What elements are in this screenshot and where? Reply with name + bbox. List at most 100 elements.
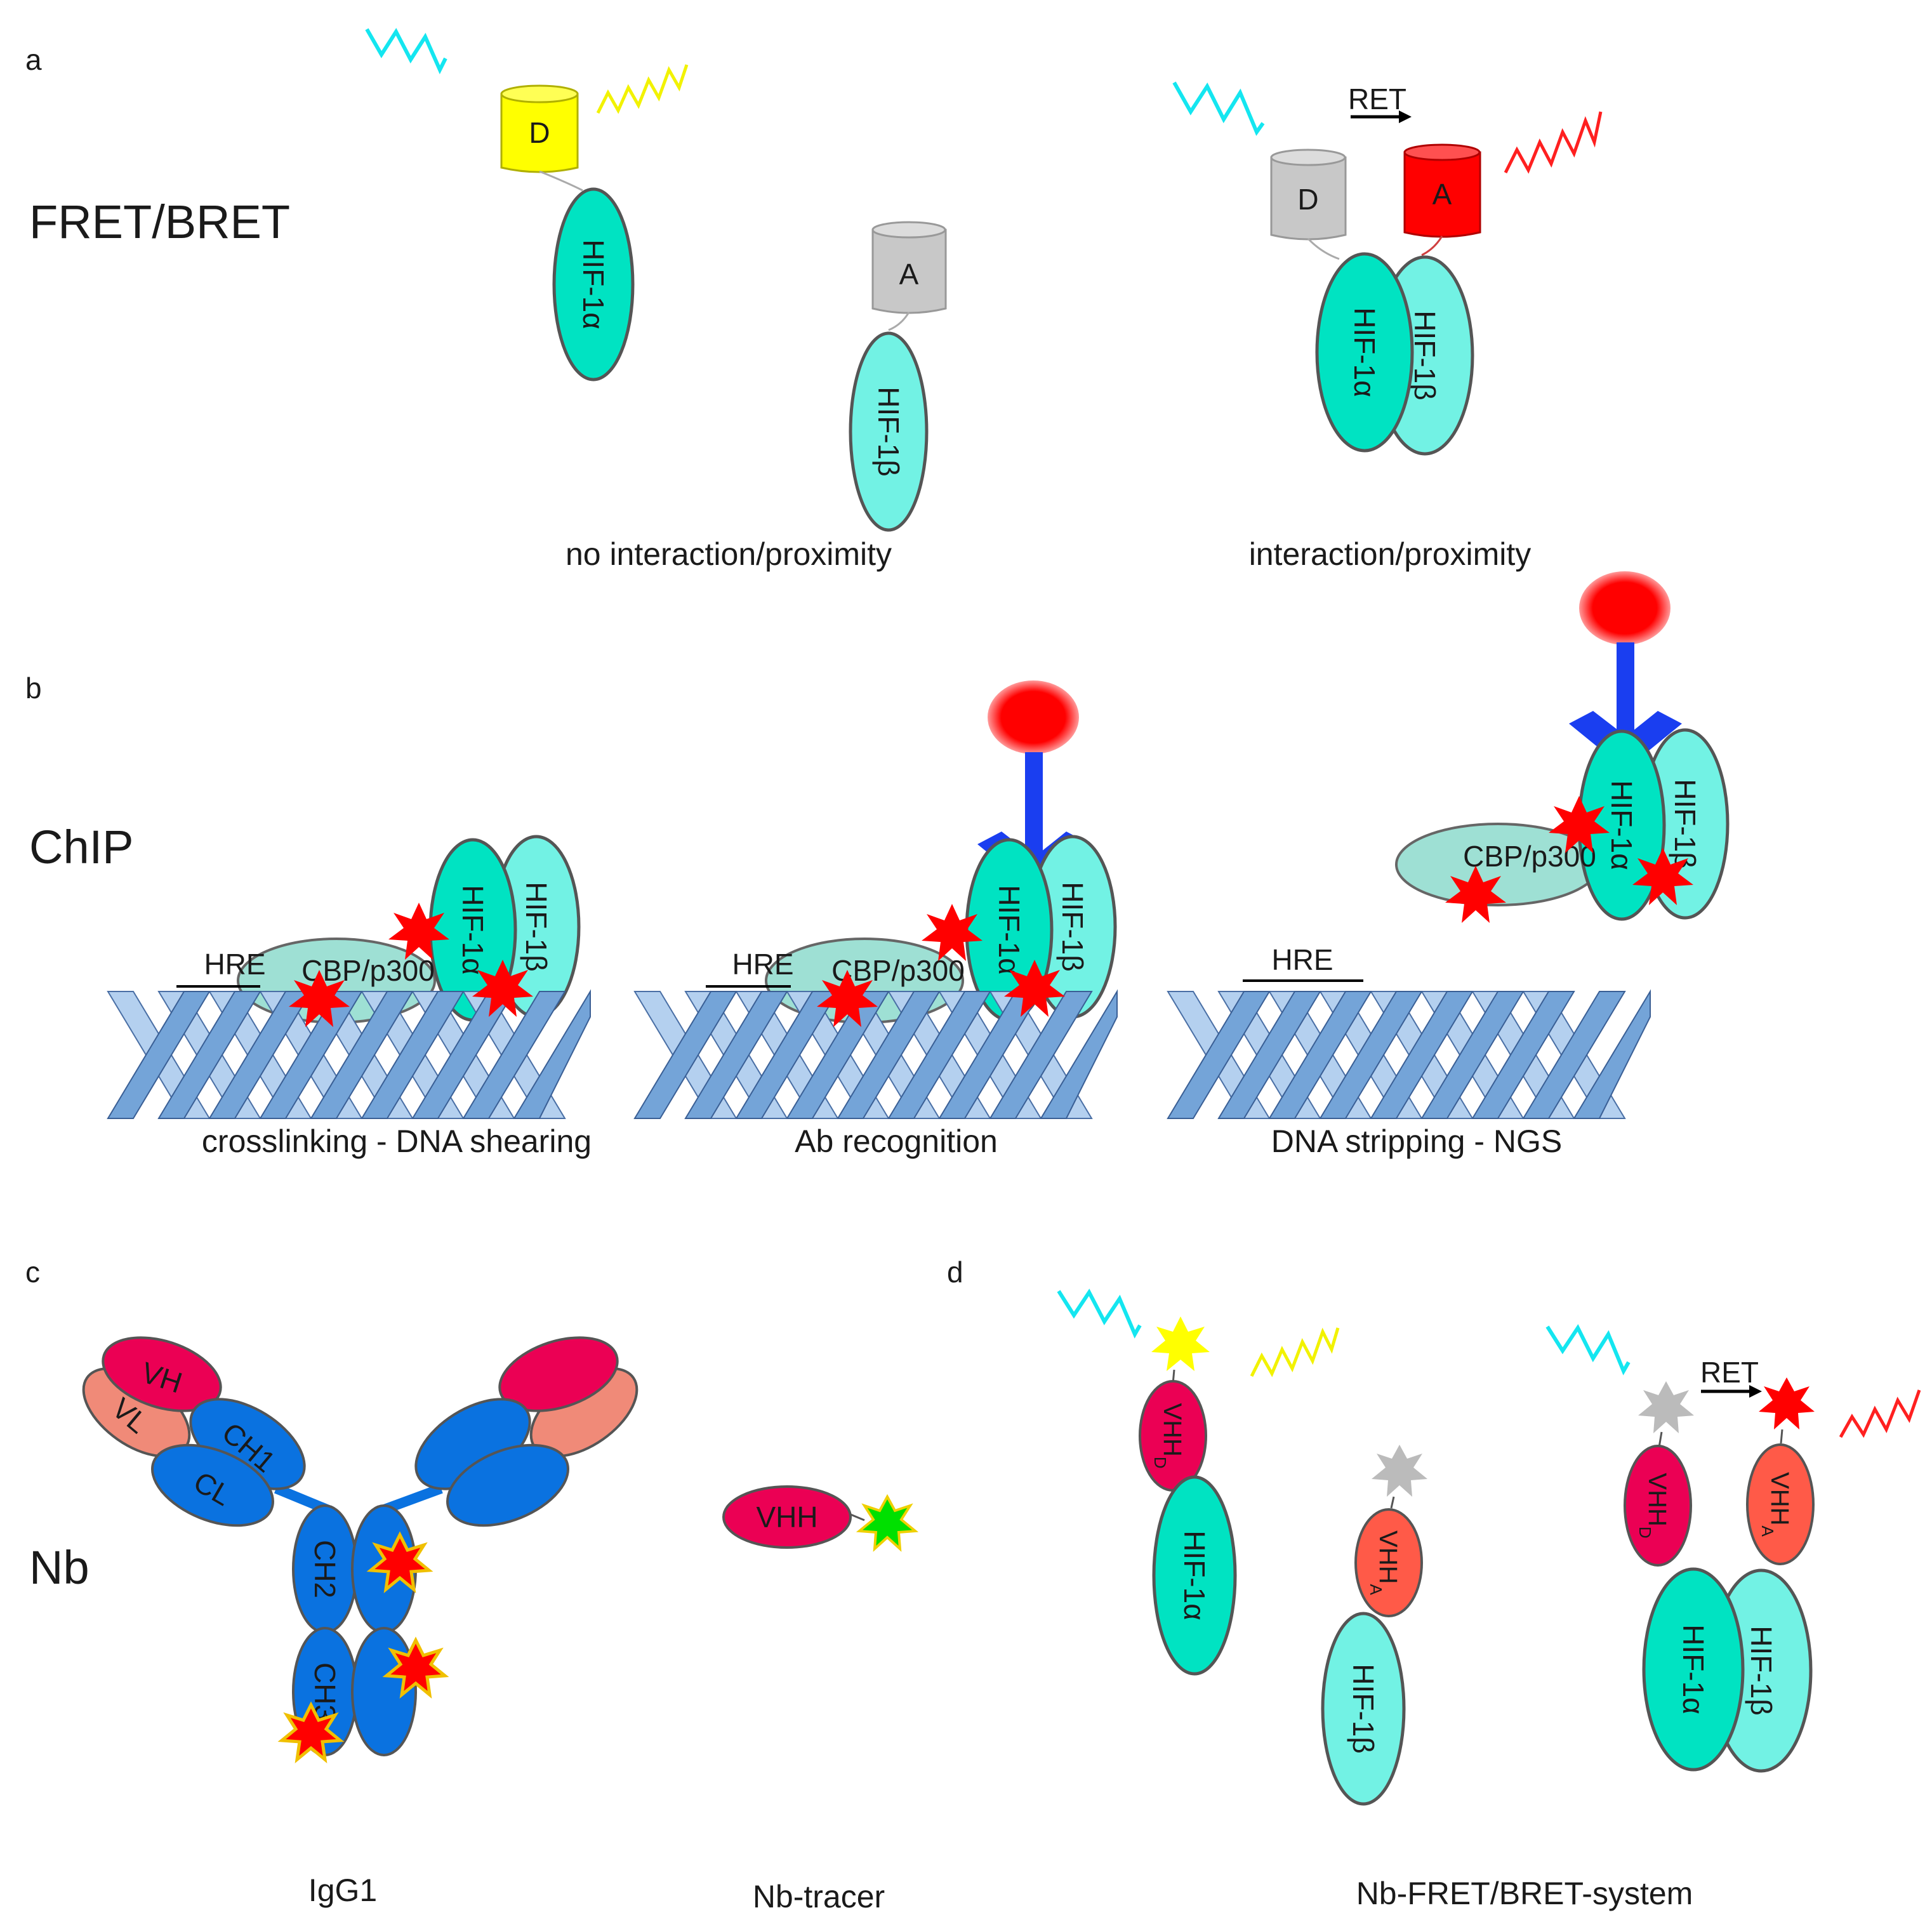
excitation-wave-left	[365, 28, 447, 75]
linker	[539, 170, 583, 192]
vhh-label: VHH	[756, 1501, 817, 1534]
nb-tracer: VHH	[722, 1485, 919, 1552]
cl-domain	[151, 1443, 274, 1527]
panel-a: a FRET/BRET D HIF-1α A HIF-1β no interac…	[25, 28, 1603, 572]
hif1b-label: HIF-1β	[1745, 1626, 1778, 1715]
panel-c-title: Nb	[29, 1541, 89, 1594]
caption-no-interaction: no interaction/proximity	[566, 536, 892, 572]
vhh-d-nanobody: VHHD	[1139, 1380, 1207, 1492]
hif1b-protein: HIF-1β	[849, 331, 929, 532]
hif1b-label: HIF-1β	[1056, 882, 1089, 971]
linker	[1307, 237, 1340, 260]
hif1a-label: HIF-1α	[1178, 1530, 1211, 1621]
panel-d: d VHHD HIF-1α VHHA HIF-1β RET	[947, 1256, 1921, 1911]
antibody-bead	[988, 680, 1079, 754]
hif1a-protein: HIF-1α	[1152, 1475, 1237, 1676]
acceptor-label: A	[899, 258, 919, 291]
chip-scene-dna-stripping: HRE HIF-1β HIF-1α CBP/p300	[1167, 571, 1730, 1119]
hif1a-label: HIF-1α	[1348, 307, 1381, 397]
hif1a-label: HIF-1α	[1605, 780, 1638, 870]
crosslink-star	[1549, 796, 1610, 853]
crosslink-star	[922, 904, 983, 961]
crosslink-star	[1632, 848, 1693, 905]
hif1a-protein: HIF-1α	[552, 187, 635, 381]
caption-nb-tracer: Nb-tracer	[753, 1879, 885, 1914]
vhh-d-nanobody-complex: VHHD	[1624, 1445, 1692, 1567]
caption-interaction: interaction/proximity	[1249, 536, 1532, 572]
crosslink-star	[472, 960, 533, 1017]
donor-cylinder-inactive: D	[1270, 149, 1347, 241]
cbp-label: CBP/p300	[831, 954, 965, 987]
excitation-wave-right	[1172, 81, 1265, 136]
excitation-wave-right	[1545, 1324, 1631, 1375]
acceptor-cylinder-inactive: A	[871, 221, 947, 314]
acceptor-star-inactive	[1372, 1445, 1427, 1497]
acceptor-cylinder-active: A	[1403, 143, 1481, 238]
donor-cylinder: D	[500, 84, 579, 173]
label-star	[277, 1701, 345, 1763]
emission-wave-right	[1839, 1389, 1921, 1438]
acceptor-star-active	[1759, 1377, 1815, 1429]
panel-a-letter: a	[25, 43, 42, 76]
label-star	[382, 1636, 449, 1699]
caption-crosslinking: crosslinking - DNA shearing	[202, 1124, 592, 1159]
hif1a-label: HIF-1α	[577, 239, 610, 329]
chip-scene-ab-recognition: HIF-1β HIF-1α CBP/p300 HRE	[633, 680, 1118, 1119]
hif1a-label: HIF-1α	[456, 885, 489, 975]
vhh-a-label: VHHA	[1366, 1530, 1402, 1595]
donor-star-inactive	[1638, 1381, 1694, 1433]
linker	[1421, 235, 1443, 256]
hif1b-label: HIF-1β	[1669, 779, 1702, 868]
chip-scene-crosslinking: HIF-1β HIF-1α CBP/p300 HRE	[107, 835, 591, 1119]
dna-helix	[107, 989, 591, 1119]
hre-label: HRE	[204, 948, 265, 981]
linker	[888, 312, 910, 331]
cbp-label: CBP/p300	[1463, 840, 1596, 873]
igg1-antibody: VH VL CH1 CL CH2 CH3	[82, 1336, 638, 1763]
crosslink-star	[1445, 866, 1506, 923]
cl-domain	[446, 1443, 569, 1527]
hif1b-protein: HIF-1β	[1321, 1612, 1406, 1806]
antibody-bead	[1579, 571, 1671, 645]
caption-nb-fret-bret: Nb-FRET/BRET-system	[1356, 1876, 1693, 1911]
ret-label: RET	[1348, 83, 1406, 116]
hif1b-label: HIF-1β	[1347, 1664, 1380, 1753]
vh-domain	[102, 1336, 222, 1412]
panel-b-letter: b	[25, 672, 42, 705]
vhh-a-nanobody: VHHA	[1354, 1508, 1423, 1617]
panel-d-letter: d	[947, 1256, 963, 1289]
ret-arrow	[1351, 110, 1412, 123]
vhh-a-label: VHHA	[1758, 1472, 1794, 1537]
caption-dna-stripping: DNA stripping - NGS	[1271, 1124, 1562, 1159]
dna-helix	[633, 989, 1118, 1119]
hif1b-label: HIF-1β	[1408, 310, 1441, 400]
vh-domain	[498, 1336, 619, 1412]
vhh-d-label: VHHD	[1151, 1403, 1186, 1468]
hif1a-protein-complex: HIF-1α	[1642, 1567, 1745, 1772]
hre-label: HRE	[1271, 943, 1333, 976]
crosslink-star	[1004, 960, 1065, 1017]
donor-label: D	[1297, 183, 1318, 216]
emission-wave-right	[1504, 111, 1603, 174]
caption-igg1: IgG1	[308, 1873, 377, 1908]
panel-b: b ChIP HIF-1β HIF-1α CBP/p300 HRE	[25, 571, 1730, 1159]
ch2-label: CH2	[308, 1540, 341, 1598]
panel-b-title: ChIP	[29, 821, 134, 873]
panel-a-title: FRET/BRET	[29, 196, 290, 248]
dna-helix	[1167, 989, 1651, 1119]
hif1a-label: HIF-1α	[993, 885, 1026, 975]
hif1a-label: HIF-1α	[1677, 1624, 1710, 1714]
label-star	[366, 1531, 433, 1593]
crosslink-star	[817, 970, 878, 1027]
crosslink-star	[289, 970, 350, 1027]
panel-c: c Nb VH VL CH1 CL CH2 CH3	[25, 1256, 919, 1914]
ret-label: RET	[1700, 1356, 1759, 1389]
tracer-star	[856, 1494, 919, 1552]
donor-star	[1151, 1316, 1210, 1371]
donor-label: D	[529, 116, 550, 149]
hif1b-label: HIF-1β	[872, 387, 905, 476]
hif1b-label: HIF-1β	[520, 882, 553, 971]
ret-arrow	[1701, 1385, 1762, 1398]
hre-label: HRE	[732, 948, 793, 981]
